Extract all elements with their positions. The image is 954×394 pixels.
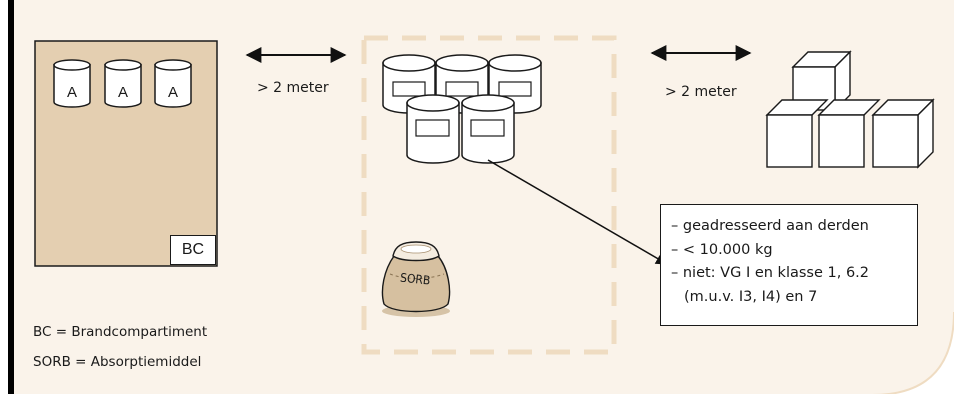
pointer-arrow <box>487 159 669 265</box>
legend-bc: BC = Brandcompartiment <box>33 324 208 340</box>
drum-label: A <box>168 84 178 101</box>
condition-line: (m.u.v. I3, I4) en 7 <box>684 288 818 305</box>
drum-label: A <box>67 84 77 101</box>
drum-cluster <box>382 54 542 164</box>
bc-badge: BC <box>170 235 216 265</box>
drum-label: A <box>118 84 128 101</box>
storage-area-dashed <box>361 35 617 355</box>
legend-sorb: SORB = Absorptiemiddel <box>33 354 202 370</box>
drum-front-left <box>406 94 460 164</box>
drum-front-right <box>461 94 515 164</box>
condition-line: – geadresseerd aan derden <box>671 218 869 234</box>
box-bottom-left <box>765 99 829 168</box>
drum-a: A <box>154 59 192 108</box>
left-border-bar <box>8 0 14 394</box>
conditions-box: – geadresseerd aan derden – < 10.000 kg … <box>660 204 918 326</box>
sorb-sack-icon: SORB <box>381 241 451 317</box>
box-bottom-right <box>871 98 935 169</box>
sorb-label: SORB <box>399 271 431 288</box>
condition-line: – < 10.000 kg <box>671 241 773 258</box>
box-bottom-middle <box>817 99 881 168</box>
boxes-stack <box>765 50 935 169</box>
drum-a: A <box>53 59 91 108</box>
distance-label-left: > 2 meter <box>257 80 329 96</box>
condition-line: – niet: VG I en klasse 1, 6.2 <box>671 265 870 281</box>
drum-a: A <box>104 59 142 108</box>
distance-label-right: > 2 meter <box>665 84 737 100</box>
